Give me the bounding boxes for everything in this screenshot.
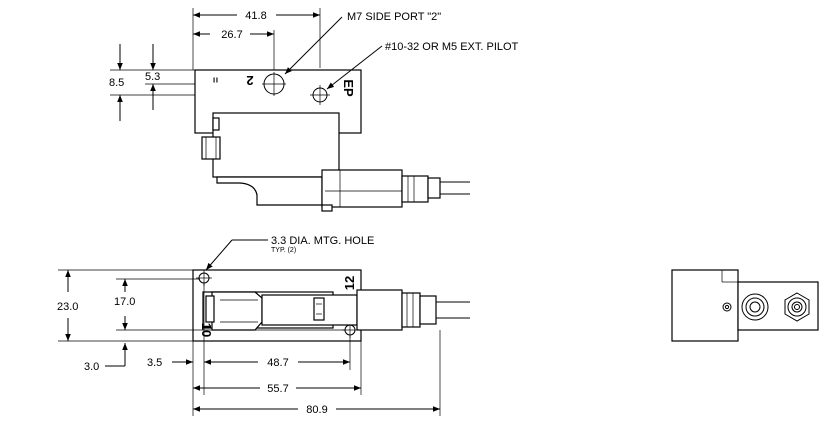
callout-side-port: M7 SIDE PORT "2" (347, 11, 441, 23)
dim-3-5: 3.5 (147, 357, 162, 369)
dim-23-0: 23.0 (57, 301, 78, 313)
mark-ep: EP (341, 79, 356, 97)
dim-3-0: 3.0 (84, 361, 99, 373)
dim-5-3: 5.3 (145, 71, 160, 83)
dim-48-7: 48.7 (267, 357, 288, 369)
callout-mtg-hole: 3.3 DIA. MTG. HOLE (271, 235, 374, 247)
mark-dash: = (209, 77, 220, 83)
dim-17-0: 17.0 (114, 296, 135, 308)
dim-26-7: 26.7 (221, 29, 242, 41)
mark-port-12: 12 (342, 276, 357, 290)
mark-port-2: 2 (246, 73, 253, 88)
dim-41-8: 41.8 (245, 10, 266, 22)
top-view: 41.8 26.7 8.5 5.3 (109, 8, 519, 212)
side-view (671, 269, 819, 342)
callout-pilot: #10-32 OR M5 EXT. PILOT (385, 41, 519, 53)
dim-8-5: 8.5 (109, 77, 124, 89)
front-view: 3.3 DIA. MTG. HOLE TYP. (2) 12 10 (57, 235, 470, 416)
dim-80-9: 80.9 (306, 404, 327, 416)
dim-55-7: 55.7 (267, 383, 288, 395)
callout-mtg-hole-typ: TYP. (2) (271, 247, 296, 254)
